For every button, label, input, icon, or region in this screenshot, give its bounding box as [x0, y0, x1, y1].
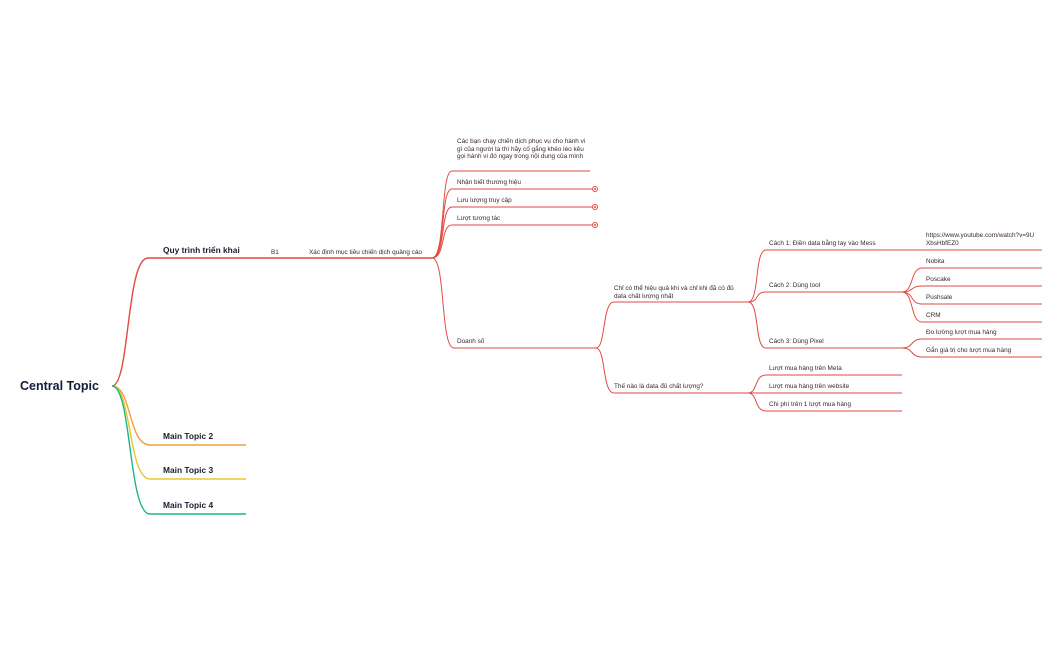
branch-pushsale — [901, 291, 1042, 305]
branch-doanh-so — [431, 257, 596, 349]
branch-the-nao — [595, 347, 748, 394]
node-luu-luong[interactable]: Lưu lượng truy cập — [457, 197, 512, 204]
branch-nobita — [901, 267, 1042, 293]
branch-cach2 — [747, 291, 902, 303]
main-topic-1[interactable]: Quy trình triển khai — [163, 245, 240, 255]
node-chi-co-the[interactable]: Chỉ có thể hiệu quả khi và chỉ khi đã có… — [614, 285, 734, 300]
main-topic-2[interactable]: Main Topic 2 — [163, 431, 214, 441]
node-chi-phi[interactable]: Chi phí trên 1 lượt mua hàng — [769, 401, 852, 408]
node-pushsale[interactable]: Pushsale — [926, 294, 953, 301]
node-cach2[interactable]: Cách 2: Dùng tool — [769, 282, 821, 289]
node-youtube-link[interactable]: https://www.youtube.com/watch?v=9UXbsHbf… — [926, 232, 1035, 247]
node-luot-tuong-tac[interactable]: Lượt tương tác — [457, 215, 501, 222]
branch-main-topic-1 — [111, 257, 432, 387]
link-icon[interactable] — [592, 204, 598, 210]
node-poscake[interactable]: Poscake — [926, 276, 951, 283]
node-do-luong[interactable]: Đo lường lượt mua hàng — [926, 329, 997, 336]
node-meta[interactable]: Lượt mua hàng trên Meta — [769, 365, 842, 372]
branch-crm — [901, 291, 1042, 323]
branch-chi-co-the — [595, 301, 748, 349]
node-doanh-so[interactable]: Doanh số — [457, 338, 485, 345]
node-note[interactable]: Các bạn chạy chiến dịch phục vụ cho hành… — [457, 138, 586, 161]
branch-cach3 — [747, 301, 902, 349]
link-icon[interactable] — [592, 222, 598, 228]
node-the-nao[interactable]: Thế nào là data đủ chất lượng? — [614, 383, 704, 390]
branch-poscake — [901, 285, 1042, 293]
branch-note — [431, 170, 590, 259]
branch-main-topic-4 — [111, 385, 246, 515]
branch-luot-tuong-tac — [431, 224, 592, 259]
branch-meta — [747, 374, 902, 394]
branch-do-luong — [901, 338, 1042, 349]
main-topic-3[interactable]: Main Topic 3 — [163, 465, 214, 475]
node-nobita[interactable]: Nobita — [926, 258, 945, 265]
branch-gan-gia-tri — [901, 347, 1042, 358]
node-crm[interactable]: CRM — [926, 312, 941, 319]
node-xac-dinh[interactable]: Xác định mục tiêu chiến dịch quảng cáo — [309, 249, 422, 256]
node-nhan-biet[interactable]: Nhận biết thương hiệu — [457, 179, 521, 186]
branch-nhan-biet — [431, 188, 592, 259]
branch-luu-luong — [431, 206, 592, 259]
central-topic[interactable]: Central Topic — [20, 379, 99, 393]
node-cach1[interactable]: Cách 1: Điền data bằng tay vào Mess — [769, 240, 876, 247]
link-icon[interactable] — [592, 186, 598, 192]
node-website[interactable]: Lượt mua hàng trên website — [769, 383, 850, 390]
main-topic-4[interactable]: Main Topic 4 — [163, 500, 214, 510]
branch-chi-phi — [747, 392, 902, 412]
branch-cach1 — [747, 249, 902, 303]
node-b1[interactable]: B1 — [271, 249, 279, 256]
node-gan-gia-tri[interactable]: Gắn giá trị cho lượt mua hàng — [926, 347, 1012, 354]
node-cach3[interactable]: Cách 3: Dùng Pixel — [769, 338, 824, 345]
